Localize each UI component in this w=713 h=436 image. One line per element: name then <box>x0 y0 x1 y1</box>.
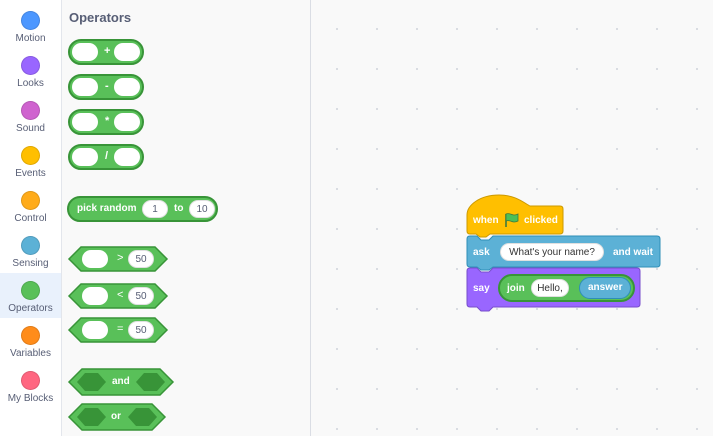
and-shape <box>67 368 175 396</box>
category-variables[interactable]: Variables <box>0 318 61 363</box>
pick-random-label: pick random <box>77 203 137 214</box>
say-label: say <box>473 283 490 294</box>
category-label: Motion <box>15 33 46 44</box>
block-palette: Operators + - * / pick random 1 to 10 > … <box>62 0 311 436</box>
random-to-label: to <box>174 203 184 214</box>
answer-reporter[interactable]: answer <box>579 277 631 299</box>
and-block[interactable]: and <box>67 368 175 396</box>
greater-than-block[interactable]: > 50 <box>67 246 169 272</box>
compare-value-field[interactable]: 50 <box>128 250 154 268</box>
category-menu: Motion Looks Sound Events Control Sensin… <box>0 0 62 436</box>
compare-symbol: > <box>117 252 124 264</box>
divide-block[interactable]: / <box>68 144 144 170</box>
green-flag-icon <box>505 213 519 227</box>
when-flag-clicked-block[interactable]: when clicked <box>466 193 566 238</box>
and-label: and <box>112 376 130 387</box>
category-motion[interactable]: Motion <box>0 3 61 48</box>
category-label: Operators <box>8 303 53 314</box>
category-sound[interactable]: Sound <box>0 93 61 138</box>
sound-color-icon <box>21 101 40 120</box>
category-label: My Blocks <box>7 393 54 404</box>
add-block[interactable]: + <box>68 39 144 65</box>
clicked-label: clicked <box>524 215 558 226</box>
or-label: or <box>111 411 121 422</box>
palette-title: Operators <box>69 10 132 25</box>
ask-label: ask <box>473 247 490 258</box>
random-to-field[interactable]: 10 <box>189 200 215 218</box>
events-color-icon <box>21 146 40 165</box>
variables-color-icon <box>21 326 40 345</box>
and-wait-label: and wait <box>613 247 654 258</box>
subtract-block[interactable]: - <box>68 74 144 100</box>
join-text-field[interactable]: Hello, <box>531 279 569 297</box>
code-workspace[interactable]: when clicked ask What's your name? and w… <box>311 0 713 436</box>
operand-slot[interactable] <box>72 43 98 61</box>
category-looks[interactable]: Looks <box>0 48 61 93</box>
operand-slot[interactable] <box>114 43 140 61</box>
looks-color-icon <box>21 56 40 75</box>
operator-symbol: - <box>105 80 109 92</box>
join-block[interactable]: join Hello, answer <box>498 274 635 302</box>
sensing-color-icon <box>21 236 40 255</box>
operand-slot[interactable] <box>82 321 108 339</box>
category-label: Events <box>15 168 46 179</box>
pick-random-block[interactable]: pick random 1 to 10 <box>67 196 218 222</box>
operand-slot[interactable] <box>82 287 108 305</box>
operand-slot[interactable] <box>82 250 108 268</box>
category-sensing[interactable]: Sensing <box>0 228 61 273</box>
category-label: Looks <box>17 78 44 89</box>
operand-slot[interactable] <box>114 148 140 166</box>
category-my-blocks[interactable]: My Blocks <box>0 363 61 408</box>
answer-label: answer <box>588 282 623 293</box>
compare-symbol: = <box>117 323 124 335</box>
when-label: when <box>473 215 499 226</box>
multiply-block[interactable]: * <box>68 109 144 135</box>
ask-question-field[interactable]: What's your name? <box>500 243 604 261</box>
join-label: join <box>507 283 525 294</box>
category-operators[interactable]: Operators <box>0 273 61 318</box>
or-shape <box>67 403 167 431</box>
control-color-icon <box>21 191 40 210</box>
category-label: Sound <box>16 123 45 134</box>
operators-color-icon <box>21 281 40 300</box>
compare-symbol: < <box>117 289 124 301</box>
motion-color-icon <box>21 11 40 30</box>
less-than-block[interactable]: < 50 <box>67 283 169 309</box>
category-events[interactable]: Events <box>0 138 61 183</box>
my-blocks-color-icon <box>21 371 40 390</box>
category-label: Control <box>14 213 47 224</box>
compare-value-field[interactable]: 50 <box>128 321 154 339</box>
ask-and-wait-block[interactable]: ask What's your name? and wait <box>466 235 661 271</box>
operator-symbol: * <box>105 115 110 127</box>
random-from-field[interactable]: 1 <box>142 200 168 218</box>
category-control[interactable]: Control <box>0 183 61 228</box>
operand-slot[interactable] <box>114 78 140 96</box>
operator-symbol: / <box>105 150 109 162</box>
operand-slot[interactable] <box>114 113 140 131</box>
operand-slot[interactable] <box>72 78 98 96</box>
compare-value-field[interactable]: 50 <box>128 287 154 305</box>
category-label: Variables <box>10 348 51 359</box>
say-block[interactable]: say join Hello, answer <box>466 267 642 312</box>
operator-symbol: + <box>104 45 111 57</box>
operand-slot[interactable] <box>72 148 98 166</box>
equals-block[interactable]: = 50 <box>67 317 169 343</box>
or-block[interactable]: or <box>67 403 167 431</box>
operand-slot[interactable] <box>72 113 98 131</box>
category-label: Sensing <box>12 258 49 269</box>
